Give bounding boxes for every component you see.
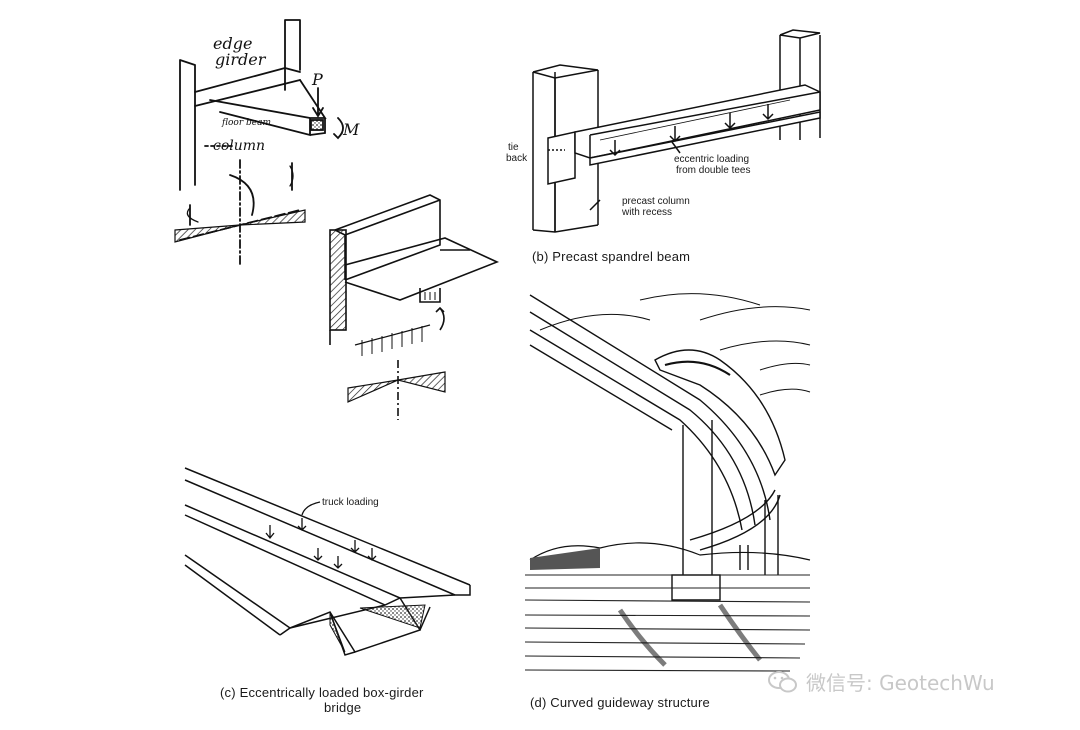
- column-label: column: [213, 138, 266, 154]
- caption-c-line2: bridge: [324, 700, 362, 715]
- wechat-icon: [768, 670, 797, 692]
- box-girder-web-right: [359, 604, 426, 629]
- precast-column-label-2: with recess: [622, 207, 673, 218]
- box-girder-web-left: [329, 611, 346, 653]
- truck-loading-label: truck loading: [322, 497, 379, 508]
- panel-a2-section-sketch: [329, 194, 500, 420]
- panel-d-guideway-drawing: [529, 293, 811, 601]
- panel-b-spandrel-drawing: [532, 29, 821, 233]
- floor-beam-label: floor beam: [222, 118, 271, 128]
- section-moment-diagram-left: [347, 379, 399, 403]
- panel-c-box-girder-drawing: [184, 467, 471, 656]
- caption-c-line1: (c) Eccentrically loaded box-girder: [220, 685, 424, 700]
- edge-label: edge: [213, 34, 253, 53]
- eccentric-loading-label-1: eccentric loading: [674, 154, 750, 165]
- truck-loading-arrows: [265, 501, 377, 569]
- precast-column-label-1: precast column: [622, 196, 690, 207]
- girder-label: girder: [215, 50, 266, 69]
- p-label: P: [312, 70, 323, 89]
- back-label: back: [506, 153, 528, 164]
- water-lines: [524, 574, 811, 672]
- watermark: 微信号: GeotechWu: [768, 667, 995, 696]
- moment-diagram-left: [174, 224, 241, 243]
- moment-diagram-right: [239, 209, 306, 226]
- caption-d: (d) Curved guideway structure: [530, 695, 710, 710]
- section-moment-diagram-right: [397, 371, 446, 393]
- tie-label: tie: [508, 142, 519, 153]
- caption-b: (b) Precast spandrel beam: [532, 249, 691, 264]
- watermark-text: 微信号: GeotechWu: [806, 671, 995, 695]
- m-label: M: [343, 120, 360, 139]
- eccentric-loading-label-2: from double tees: [676, 165, 751, 176]
